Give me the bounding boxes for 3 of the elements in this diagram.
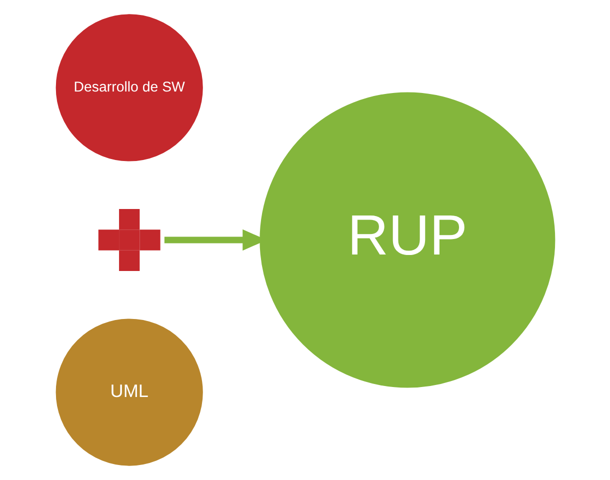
node-circle: RUP [258,90,556,390]
node-circle: UML [54,317,204,468]
node-circle: Desarrollo de SW [54,12,204,163]
